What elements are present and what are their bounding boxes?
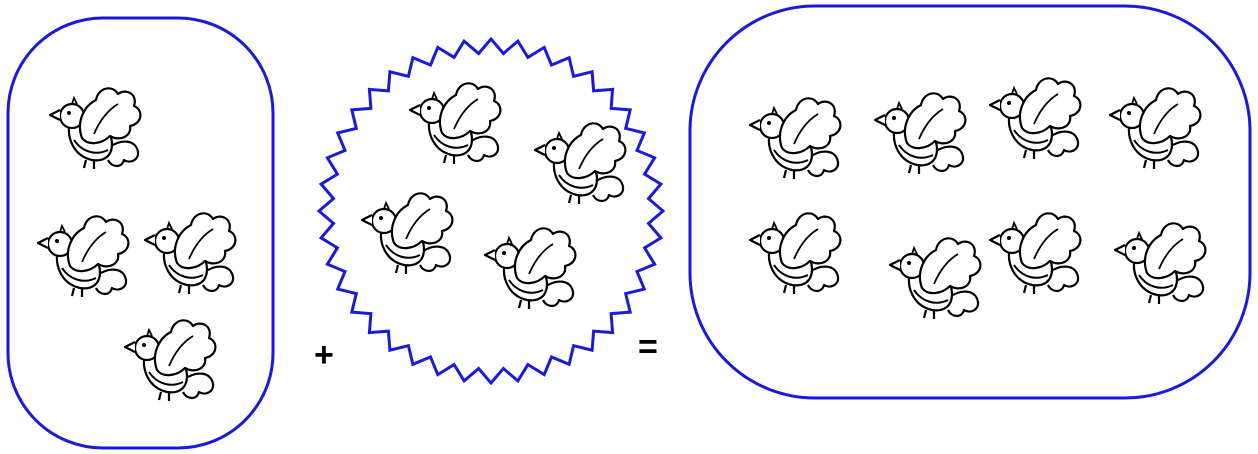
bird-icon	[748, 212, 842, 296]
bird-icon	[988, 77, 1082, 161]
group-left-birds	[36, 87, 237, 403]
group-middle-birds	[360, 82, 627, 311]
group-result-frame	[688, 4, 1252, 400]
equals-sign: =	[638, 328, 658, 366]
bird-icon	[36, 215, 130, 299]
bird-icon	[1113, 222, 1207, 306]
bird-icon	[988, 212, 1082, 296]
bird-icon	[483, 227, 577, 311]
bird-icon	[533, 122, 627, 206]
bird-icon	[873, 92, 967, 176]
bird-icon	[748, 97, 842, 181]
bird-icon	[48, 87, 142, 171]
group-middle-frame	[316, 36, 666, 386]
bird-icon	[888, 237, 982, 321]
bird-icon	[143, 212, 237, 296]
bird-icon	[408, 82, 502, 166]
bird-icon	[123, 319, 217, 403]
group-left-frame	[6, 16, 275, 450]
group-result-birds	[748, 77, 1207, 321]
bird-icon	[360, 192, 454, 276]
plus-sign: +	[314, 336, 334, 374]
bird-icon	[1108, 87, 1202, 171]
